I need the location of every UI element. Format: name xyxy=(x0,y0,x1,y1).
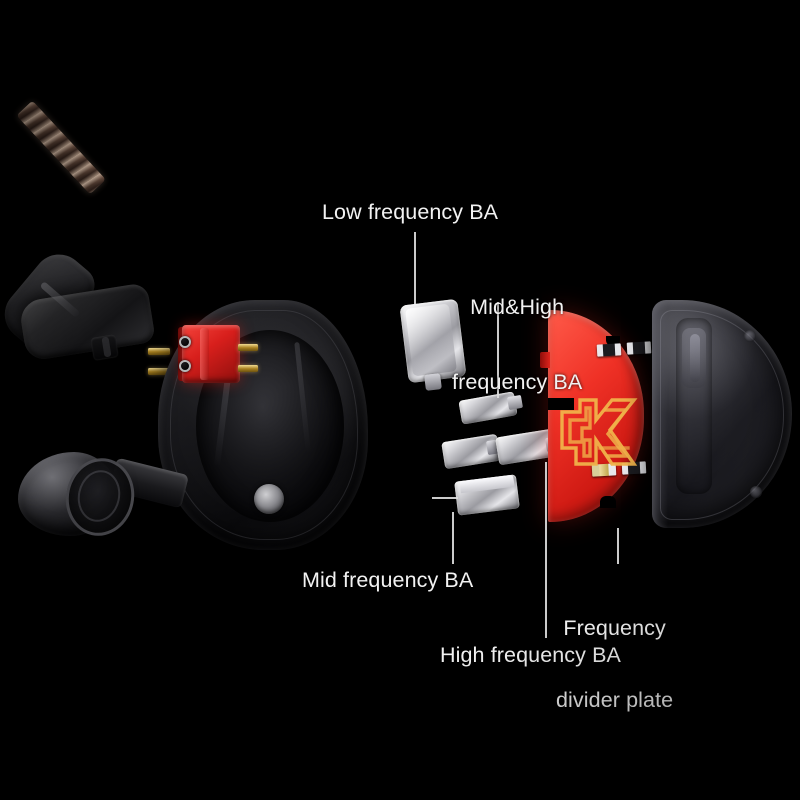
smd-resistor-1 xyxy=(596,343,622,357)
leader-line-frequency-divider-plate xyxy=(617,528,619,564)
divider-plate-notch-bottom xyxy=(600,496,616,508)
faceplate-peg-top xyxy=(744,330,756,342)
faceplate-peg-bottom xyxy=(750,486,762,498)
label-divider-line1: Frequency xyxy=(563,616,666,640)
label-mid-high-line2: frequency BA xyxy=(452,370,583,394)
label-mid-high-frequency-ba: Mid&High frequency BA xyxy=(452,245,582,445)
label-mid-high-line1: Mid&High xyxy=(470,295,565,319)
faceplate-inner-bar xyxy=(690,334,700,382)
leader-line-mid-frequency-ba-stub xyxy=(432,497,458,499)
smd-resistor-2 xyxy=(626,341,652,355)
socket-hole-upper xyxy=(179,336,191,348)
label-divider-line2: divider plate xyxy=(556,688,674,712)
leader-line-low-frequency-ba xyxy=(414,232,416,304)
shell-pressure-vent xyxy=(254,484,284,514)
two-pin-red-connector xyxy=(182,325,240,383)
braided-cable xyxy=(16,100,107,195)
cable-gold-pin-upper xyxy=(148,348,170,355)
socket-rib xyxy=(200,328,209,380)
socket-gold-pin-upper xyxy=(238,344,258,351)
low-frequency-ba-face xyxy=(405,303,457,377)
leader-line-high-frequency-ba xyxy=(545,462,547,638)
label-high-frequency-ba: High frequency BA xyxy=(440,643,621,667)
label-low-frequency-ba: Low frequency BA xyxy=(322,200,499,224)
socket-gold-pin-lower xyxy=(238,365,258,372)
label-mid-frequency-ba: Mid frequency BA xyxy=(302,568,474,592)
low-frequency-ba-spout xyxy=(424,373,442,391)
socket-hole-lower xyxy=(179,360,191,372)
leader-line-mid-frequency-ba xyxy=(452,512,454,564)
